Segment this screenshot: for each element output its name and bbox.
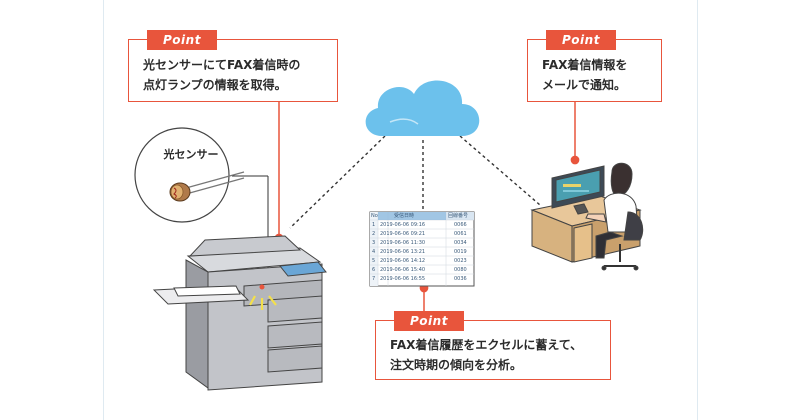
table-row: 6 2019-06-06 15:40 0080 <box>372 267 467 273</box>
link-cloud-pc <box>459 135 541 206</box>
multifunction-printer-icon <box>152 235 327 391</box>
point-tag: Point <box>394 311 464 331</box>
office-worker-at-desk-icon <box>530 162 644 271</box>
point-callout-excel: Point FAX着信履歴をエクセルに蓄えて、 注文時期の傾向を分析。 <box>375 311 611 380</box>
spreadsheet-icon <box>369 211 475 287</box>
light-sensor-icon <box>169 171 245 202</box>
point-text: FAX着信履歴をエクセルに蓄えて、 注文時期の傾向を分析。 <box>390 338 583 372</box>
point-tag: Point <box>546 30 616 50</box>
table-row: 4 2019-06-06 13:21 0019 <box>372 249 467 255</box>
cloud-icon <box>365 80 480 136</box>
point-text: 光センサーにてFAX着信時の 点灯ランプの情報を取得。 <box>143 58 301 92</box>
table-row: 3 2019-06-06 11:30 0034 <box>372 240 467 246</box>
table-row: 5 2019-06-06 14:12 0023 <box>372 258 467 264</box>
point-callout-sensor: Point 光センサーにてFAX着信時の 点灯ランプの情報を取得。 <box>128 30 338 102</box>
light-sensor-label: 光センサー <box>163 148 219 161</box>
spreadsheet-content: No 受信日時 回線番号 1 2019-06-06 09:16 0066 2 2… <box>370 213 474 285</box>
network-links <box>289 135 541 229</box>
table-row: 1 2019-06-06 09:16 0066 <box>372 222 467 228</box>
indicator-lamp-rays <box>249 295 277 310</box>
point-tag: Point <box>147 30 217 50</box>
spreadsheet-header: No 受信日時 回線番号 <box>371 213 469 219</box>
table-row: 2 2019-06-06 09:21 0061 <box>372 231 467 237</box>
link-cloud-printer <box>289 135 386 229</box>
point-text: FAX着信情報を メールで通知。 <box>542 58 628 92</box>
table-row: 7 2019-06-06 16:55 0036 <box>372 276 467 282</box>
point-callout-email: Point FAX着信情報を メールで通知。 <box>527 30 662 102</box>
